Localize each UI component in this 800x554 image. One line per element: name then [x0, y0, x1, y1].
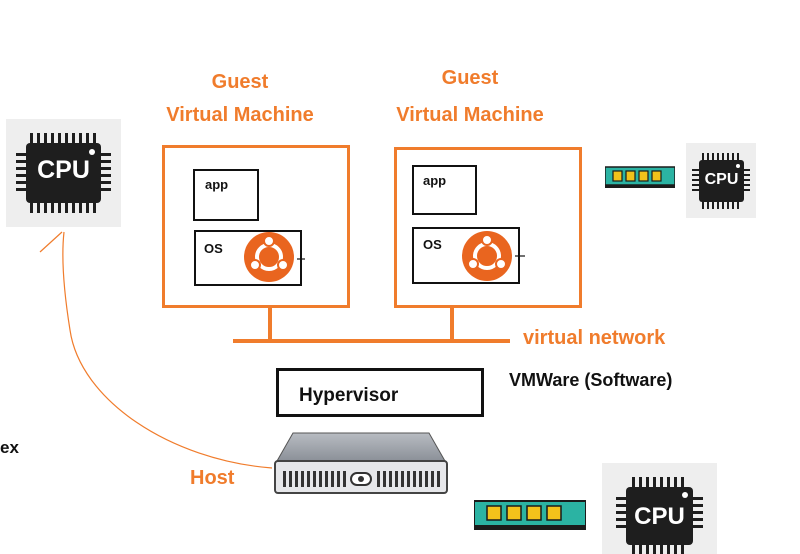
guest-vm-box-1	[162, 145, 350, 308]
app-box-2: app	[412, 165, 477, 215]
os-label-2: OS	[423, 237, 442, 252]
hypervisor-box: Hypervisor	[276, 368, 484, 417]
app-box-1: app	[193, 169, 259, 221]
vmware-label: VMWare (Software)	[509, 370, 673, 390]
cpu-label: CPU	[634, 503, 685, 530]
app-label-1: app	[205, 177, 229, 192]
guest-title-1-line2: Virtual Machine	[166, 104, 314, 126]
guest-title-2-line1: Guest	[441, 67, 499, 89]
server-icon	[273, 431, 449, 495]
guest-vm-box-2	[394, 147, 582, 308]
cpu-label: CPU	[704, 171, 739, 188]
guest-title-1: Guest Virtual Machine	[140, 66, 340, 132]
hypervisor-label: Hypervisor	[299, 385, 399, 406]
cpu-icon: CPU	[6, 119, 121, 227]
app-label-2: app	[423, 173, 447, 188]
cut-off-text: ex	[0, 438, 19, 457]
cpu-icon: CPU	[602, 463, 717, 554]
os-label-1: OS	[204, 241, 223, 256]
cpu-icon: CPU	[686, 143, 756, 218]
guest-title-2-line2: Virtual Machine	[396, 104, 544, 126]
ram-icon	[474, 499, 586, 531]
ubuntu-icon	[459, 227, 531, 285]
cpu-label: CPU	[37, 156, 90, 184]
host-label: Host	[190, 467, 235, 489]
guest-title-1-line1: Guest	[211, 71, 269, 93]
ram-icon	[605, 166, 675, 188]
virtual-network-label: virtual network	[523, 327, 666, 349]
guest-title-2: Guest Virtual Machine	[370, 62, 570, 132]
ubuntu-icon	[241, 228, 309, 286]
